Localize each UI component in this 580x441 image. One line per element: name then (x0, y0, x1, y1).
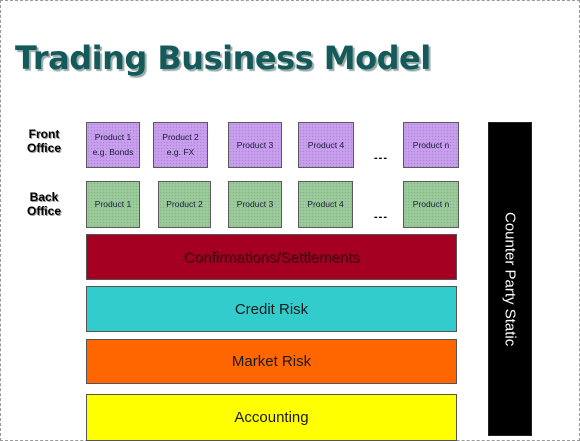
front-office-product-1-name: Product 1 (94, 132, 132, 142)
front-office-product-2-name: Product 2 (162, 132, 199, 142)
back-office-product-n-name: Product n (412, 199, 450, 209)
confirmations-settlements-band: Confirmations/Settlements (86, 234, 457, 280)
front-office-product-1: Product 1 e.g. Bonds (86, 122, 140, 168)
front-office-product-n: Product n (403, 122, 459, 168)
front-office-product-2: Product 2 e.g. FX (153, 122, 208, 168)
back-office-product-4-name: Product 4 (307, 199, 344, 209)
front-office-product-4: Product 4 (298, 122, 354, 168)
back-office-ellipsis: --- (374, 211, 388, 223)
back-office-product-2-name: Product 2 (166, 199, 203, 209)
accounting-label: Accounting (234, 409, 309, 426)
back-office-product-3-name: Product 3 (236, 199, 274, 209)
back-office-product-2: Product 2 (158, 181, 211, 228)
back-office-product-n: Product n (403, 181, 459, 228)
front-office-product-4-name: Product 4 (307, 139, 345, 150)
counter-party-static-bar: Counter Party Static (488, 122, 532, 436)
back-office-product-4: Product 4 (298, 181, 353, 228)
back-office-product-3: Product 3 (228, 181, 282, 228)
front-office-ellipsis: --- (374, 152, 388, 164)
front-office-product-2-example: e.g. FX (166, 147, 195, 157)
front-office-product-3-name: Product 3 (236, 139, 274, 150)
market-risk-band: Market Risk (86, 339, 457, 384)
back-office-product-1: Product 1 (86, 181, 140, 228)
accounting-band: Accounting (86, 394, 457, 441)
back-office-product-1-name: Product 1 (94, 199, 132, 209)
front-office-product-3: Product 3 (228, 122, 282, 168)
credit-risk-label: Credit Risk (234, 300, 309, 318)
market-risk-label: Market Risk (231, 353, 312, 370)
confirmations-settlements-label: Confirmations/Settlements (183, 248, 360, 266)
front-office-product-n-name: Product n (412, 139, 450, 150)
diagram-title: Trading Business Model (15, 39, 431, 77)
counter-party-static-label: Counter Party Static (501, 211, 519, 347)
credit-risk-band: Credit Risk (86, 286, 457, 332)
front-office-product-1-example: e.g. Bonds (92, 147, 134, 157)
